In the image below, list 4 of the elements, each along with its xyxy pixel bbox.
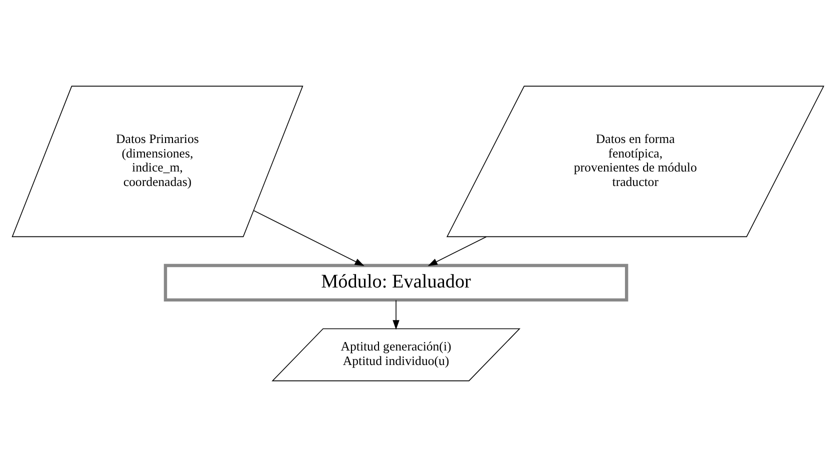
arrow — [428, 236, 487, 266]
node-box: Módulo: Evaluador — [164, 263, 628, 302]
arrow — [392, 299, 400, 330]
arrow — [253, 210, 364, 266]
